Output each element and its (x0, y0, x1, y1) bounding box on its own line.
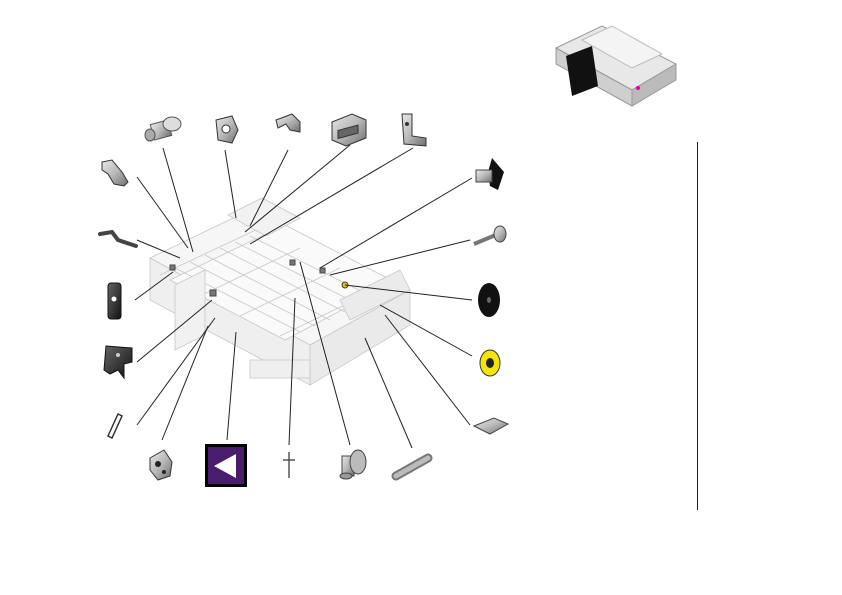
split-pin-icon (283, 452, 295, 478)
knob-icon (475, 158, 504, 190)
mount-bracket-icon (103, 345, 133, 380)
panel-divider (697, 142, 698, 510)
pad-plate-icon (107, 282, 122, 320)
main-assembly (149, 197, 411, 386)
small-bracket-icon (275, 113, 301, 133)
label-badge-icon (205, 444, 247, 487)
yellow-bushing-icon (479, 349, 501, 377)
assembly-overview-icon (554, 25, 678, 107)
bent-rod-icon (98, 229, 138, 248)
l-bracket-icon (401, 113, 427, 147)
leader-lines (134, 144, 473, 449)
gasket-plate-icon (215, 115, 239, 144)
pin-sleeve-icon (144, 116, 182, 142)
clamp-block-icon (149, 449, 173, 481)
connector-block-icon (331, 113, 367, 147)
clip-plate-icon (472, 417, 510, 435)
wire-clip-icon (107, 412, 123, 440)
black-washer-icon (478, 283, 500, 317)
stepped-shaft-icon (339, 449, 367, 480)
coil-spring-icon (391, 453, 433, 481)
axle-pin-icon (473, 225, 507, 246)
hinge-bracket-icon (101, 159, 129, 187)
